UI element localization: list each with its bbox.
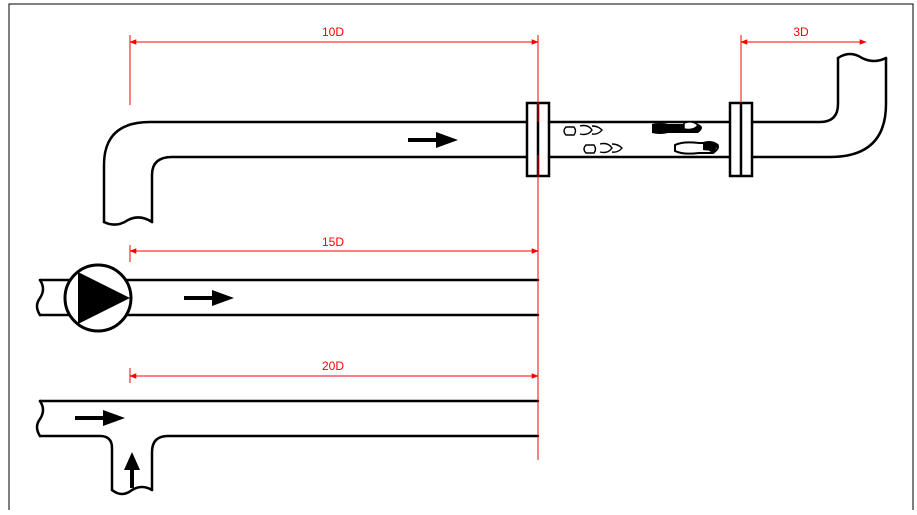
top-pipe-right-break — [836, 52, 888, 63]
tee-pipe-branch-break — [110, 485, 154, 496]
tee-pipe-left-break — [35, 399, 45, 438]
tee-pipe-lower-wall-right — [150, 434, 540, 492]
pump-pipe-break — [35, 278, 45, 317]
top-pipe-assembly: 10D 3D — [102, 25, 888, 226]
drawing-frame — [8, 3, 914, 510]
ultrasonic-transducer-icon — [563, 124, 623, 154]
flow-arrow-icon — [124, 452, 140, 488]
ultrasonic-transducer-icon — [652, 121, 719, 155]
dimension-20d: 20D — [129, 155, 539, 460]
dimension-label-15d: 15D — [322, 235, 344, 249]
top-pipe-right-lower-wall — [750, 56, 888, 159]
top-pipe-lower-wall — [150, 155, 529, 224]
dimension-10d: 10D — [129, 25, 539, 122]
flow-arrow-icon — [184, 290, 234, 306]
dimension-15d: 15D — [129, 235, 539, 262]
top-pipe-right-upper-wall — [750, 56, 840, 124]
flow-arrow-icon — [75, 410, 125, 426]
dimension-label-20d: 20D — [322, 359, 344, 373]
dimension-3d: 3D — [740, 25, 867, 103]
dimension-label-3d: 3D — [793, 25, 809, 39]
tee-pipe-lower-wall-left — [38, 434, 114, 492]
top-pipe-break — [102, 216, 154, 226]
pump-symbol-icon — [63, 263, 133, 333]
top-pipe-upper-wall — [102, 120, 529, 224]
pump-pipe-assembly: 15D — [35, 235, 540, 333]
dimension-label-10d: 10D — [322, 25, 344, 39]
tee-pipe-assembly: 20D — [35, 155, 540, 496]
flow-arrow-icon — [408, 132, 458, 148]
